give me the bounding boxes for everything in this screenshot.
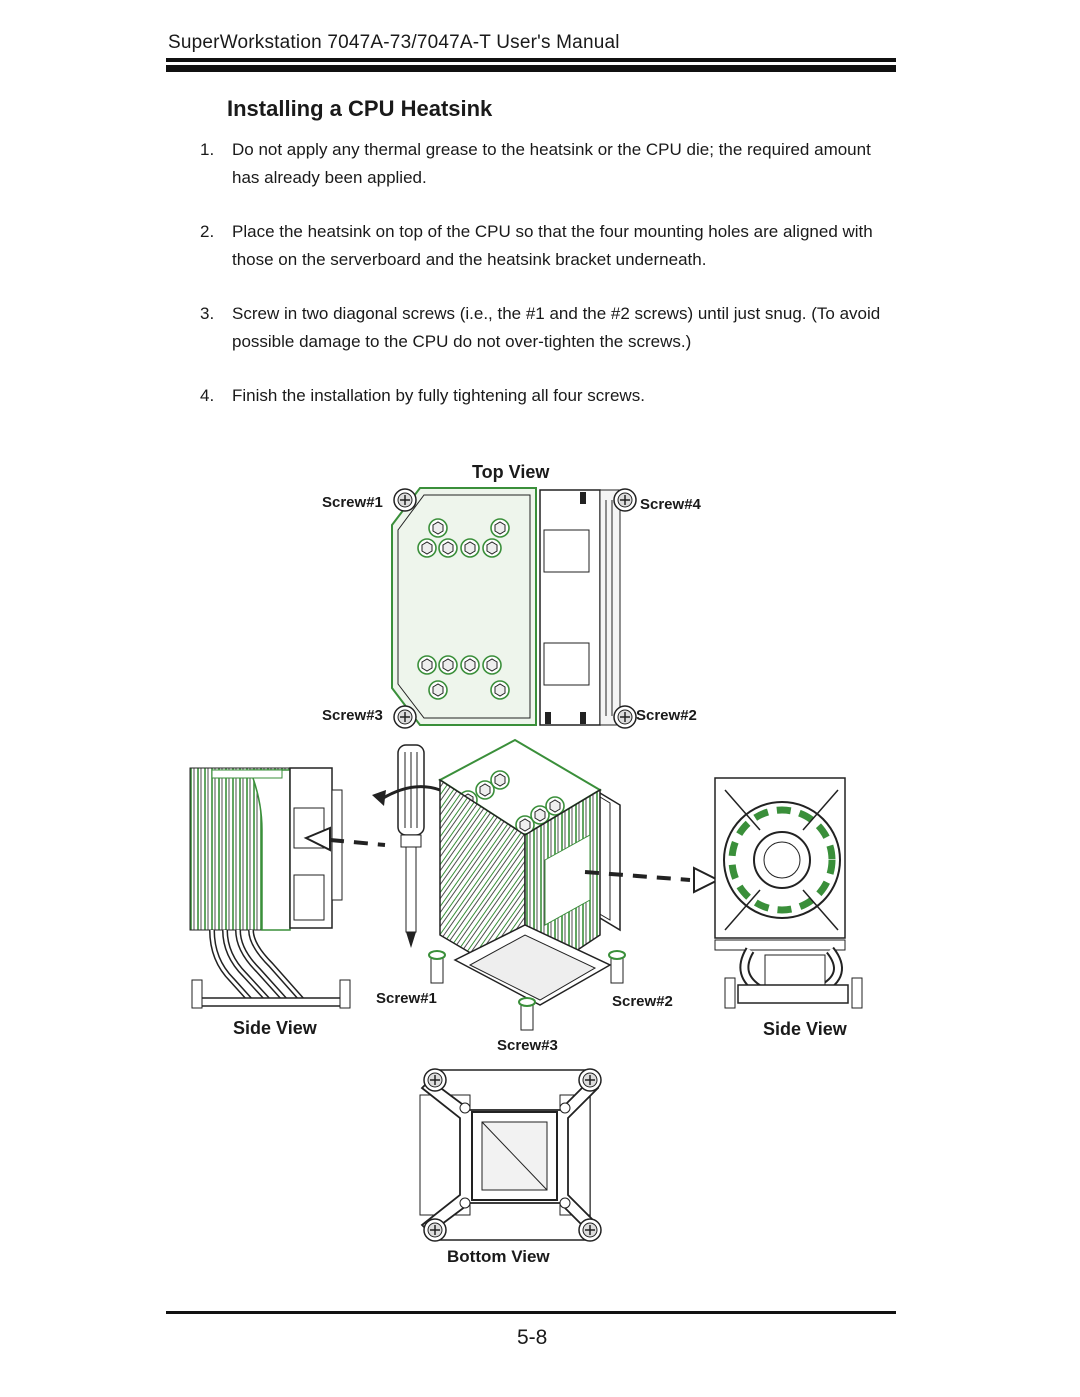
- step-number: 2.: [200, 222, 215, 241]
- top-screw3-label: Screw#3: [322, 707, 383, 724]
- step-text: Do not apply any thermal grease to the h…: [232, 140, 871, 187]
- mid-screw1-label: Screw#1: [376, 990, 437, 1007]
- side-view-left-label: Side View: [233, 1018, 317, 1038]
- side-view-right-label: Side View: [763, 1019, 847, 1039]
- step-text: Screw in two diagonal screws (i.e., the …: [232, 304, 881, 351]
- page-number: 5-8: [517, 1326, 548, 1349]
- footer-rule: [166, 1311, 896, 1314]
- step-text: Place the heatsink on top of the CPU so …: [232, 222, 873, 269]
- top-screw4-label: Screw#4: [640, 496, 701, 513]
- bottom-view-label: Bottom View: [447, 1247, 550, 1266]
- step-number: 1.: [200, 140, 215, 159]
- header-rule: [166, 58, 896, 62]
- top-screw1-label: Screw#1: [322, 494, 383, 511]
- right-side-view-drawing: [714, 777, 863, 1009]
- top-view-label: Top View: [472, 462, 550, 482]
- screwdriver-drawing: [372, 744, 441, 948]
- top-screw2-label: Screw#2: [636, 707, 697, 724]
- bottom-view-drawing: [419, 1068, 602, 1242]
- step-number: 3.: [200, 304, 215, 323]
- section-title: Installing a CPU Heatsink: [227, 96, 493, 121]
- header-rule-thick: [166, 65, 896, 72]
- top-view-drawing: [391, 487, 637, 729]
- left-side-view-drawing: [189, 767, 351, 1009]
- manual-header-title: SuperWorkstation 7047A-73/7047A-T User's…: [168, 32, 620, 53]
- isometric-heatsink-drawing: [428, 738, 626, 1031]
- mid-screw3-label: Screw#3: [497, 1037, 558, 1054]
- mid-screw2-label: Screw#2: [612, 993, 673, 1010]
- step-number: 4.: [200, 386, 215, 405]
- step-text: Finish the installation by fully tighten…: [232, 386, 645, 405]
